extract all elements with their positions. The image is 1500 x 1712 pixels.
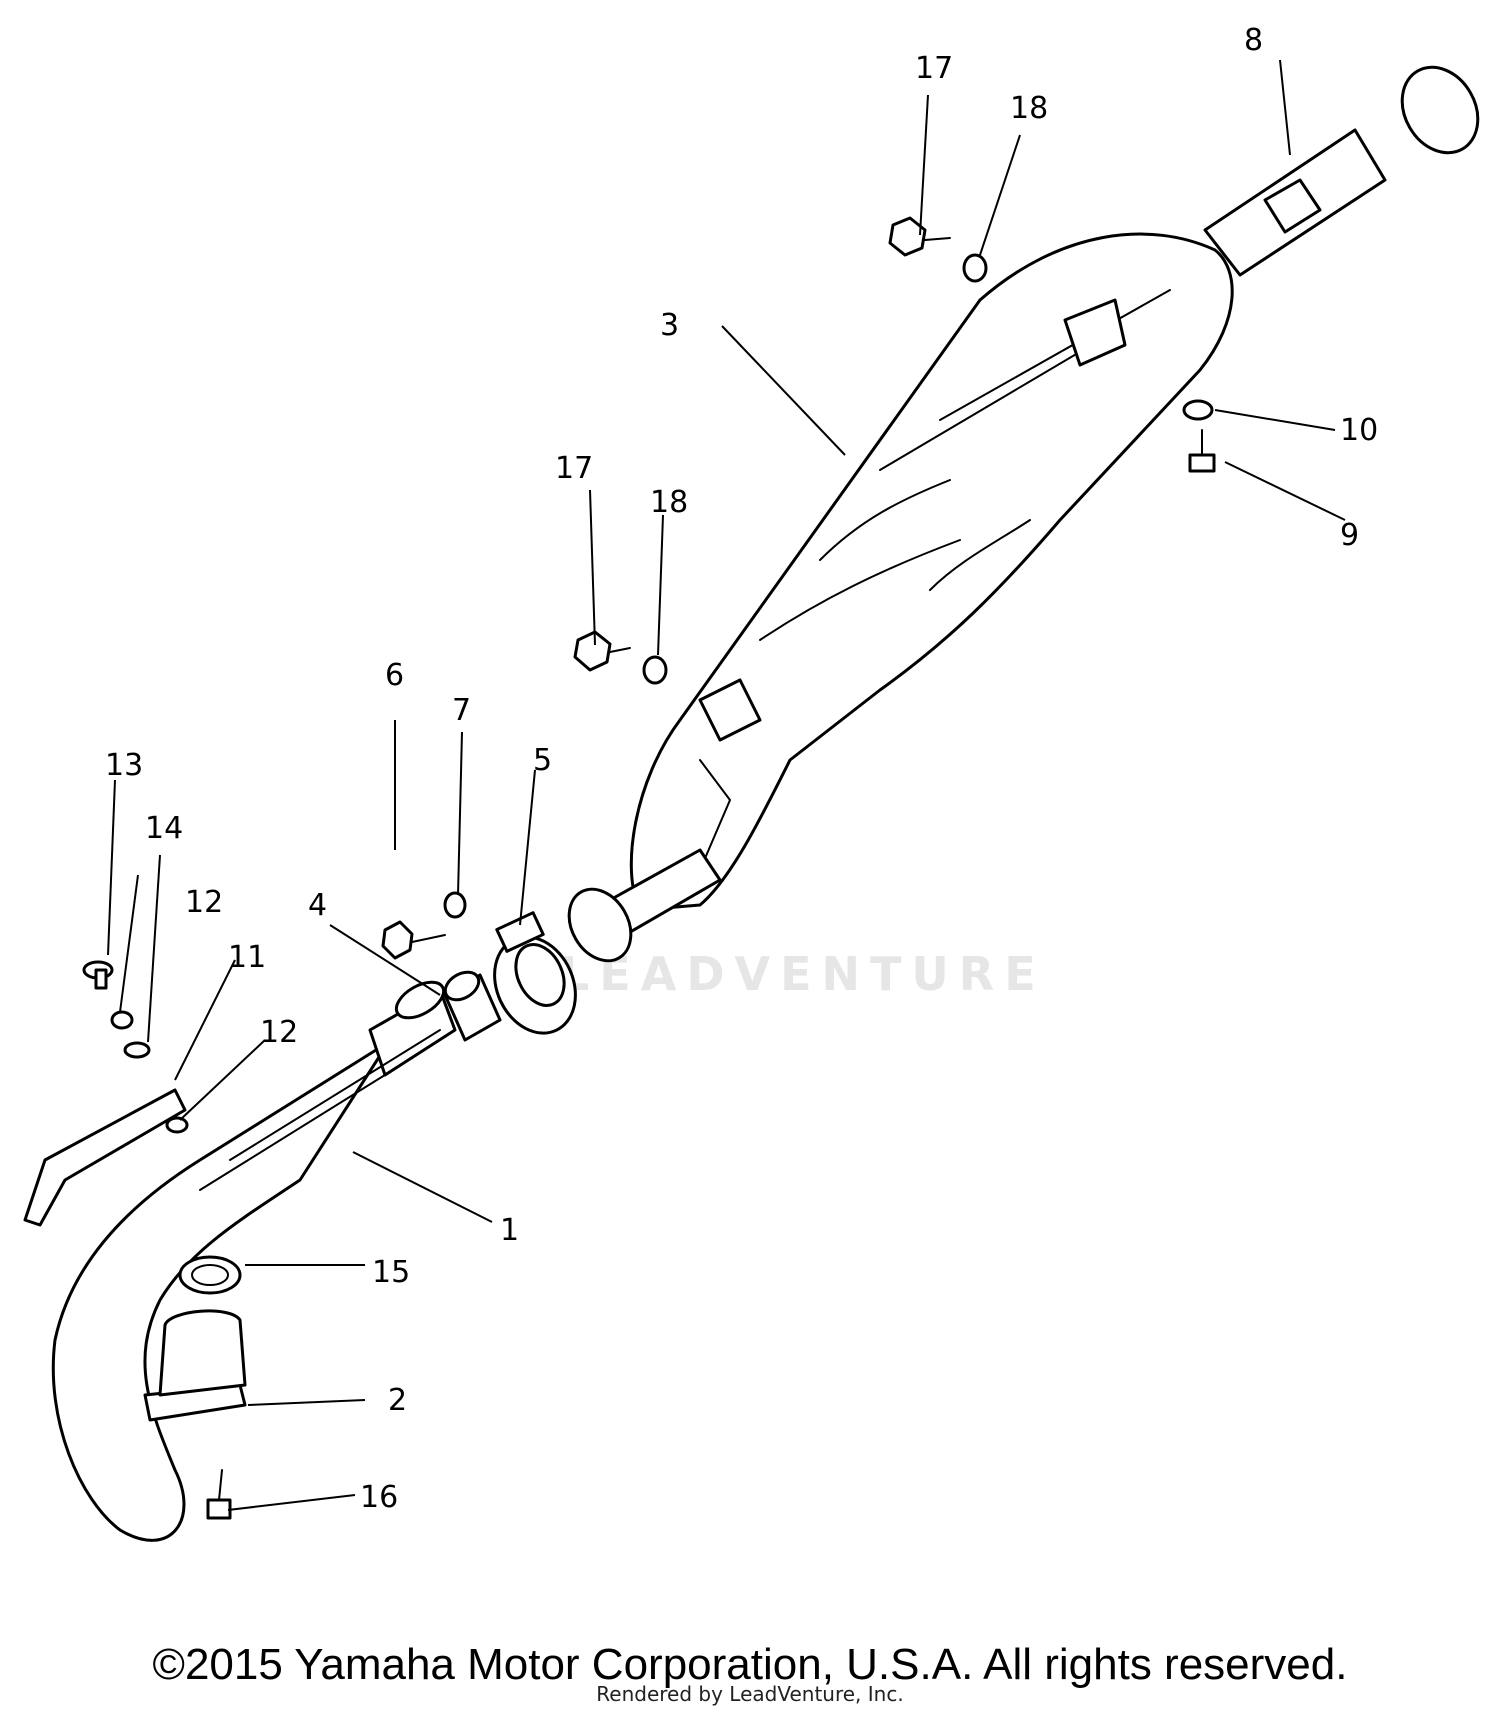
bolt-part-13 — [82, 960, 114, 990]
copyright-notice: ©2015 Yamaha Motor Corporation, U.S.A. A… — [152, 1640, 1348, 1689]
joint-collar-part-4 — [443, 970, 502, 1042]
callout-18-lower: 18 — [650, 485, 688, 520]
washer-part-12a — [123, 1041, 151, 1059]
washer-part-18a — [962, 253, 988, 283]
gasket-part-15 — [178, 1255, 242, 1295]
callout-16: 16 — [360, 1480, 398, 1515]
callout-6: 6 — [385, 658, 404, 693]
callout-14: 14 — [145, 811, 183, 846]
muffler-part-3 — [567, 232, 1234, 963]
rendered-by-credit: Rendered by LeadVenture, Inc. — [596, 1682, 904, 1706]
exhaust-flange-part-2 — [143, 1309, 247, 1422]
heat-guard-bracket-part-11 — [23, 1088, 187, 1227]
bolt-part-6 — [381, 920, 446, 960]
bolt-part-17a — [888, 216, 951, 257]
tail-pipe-part-8 — [1203, 65, 1480, 277]
grommet-part-10 — [1182, 399, 1214, 421]
bolt-part-16 — [206, 1469, 232, 1520]
callout-12-lower: 12 — [260, 1015, 298, 1050]
callout-12-upper: 12 — [185, 885, 223, 920]
callout-2: 2 — [388, 1383, 407, 1418]
callout-labels: 1 2 3 4 5 6 7 8 9 10 11 12 12 13 14 15 1… — [105, 23, 1378, 1515]
watermark-text: LEADVENTURE — [560, 947, 1046, 1001]
callout-5: 5 — [533, 743, 552, 778]
callout-9: 9 — [1340, 518, 1359, 553]
bolt-part-9 — [1188, 429, 1216, 473]
callout-11: 11 — [228, 940, 266, 975]
callout-17-lower: 17 — [555, 451, 593, 486]
callout-4: 4 — [308, 888, 327, 923]
callout-1: 1 — [500, 1213, 519, 1248]
washer-part-12b — [165, 1116, 189, 1134]
leader-lines — [107, 59, 1346, 1511]
callout-13: 13 — [105, 748, 143, 783]
washer-part-7 — [443, 891, 467, 919]
callout-18-upper: 18 — [1010, 91, 1048, 126]
callout-3: 3 — [660, 308, 679, 343]
clamp-part-5 — [493, 911, 577, 1035]
bolt-part-17b — [573, 630, 631, 672]
callout-17-upper: 17 — [915, 51, 953, 86]
callout-7: 7 — [452, 693, 471, 728]
callout-8: 8 — [1244, 23, 1263, 58]
callout-15: 15 — [372, 1255, 410, 1290]
callout-10: 10 — [1340, 413, 1378, 448]
nut-part-14 — [110, 1010, 134, 1030]
washer-part-18b — [642, 655, 668, 685]
